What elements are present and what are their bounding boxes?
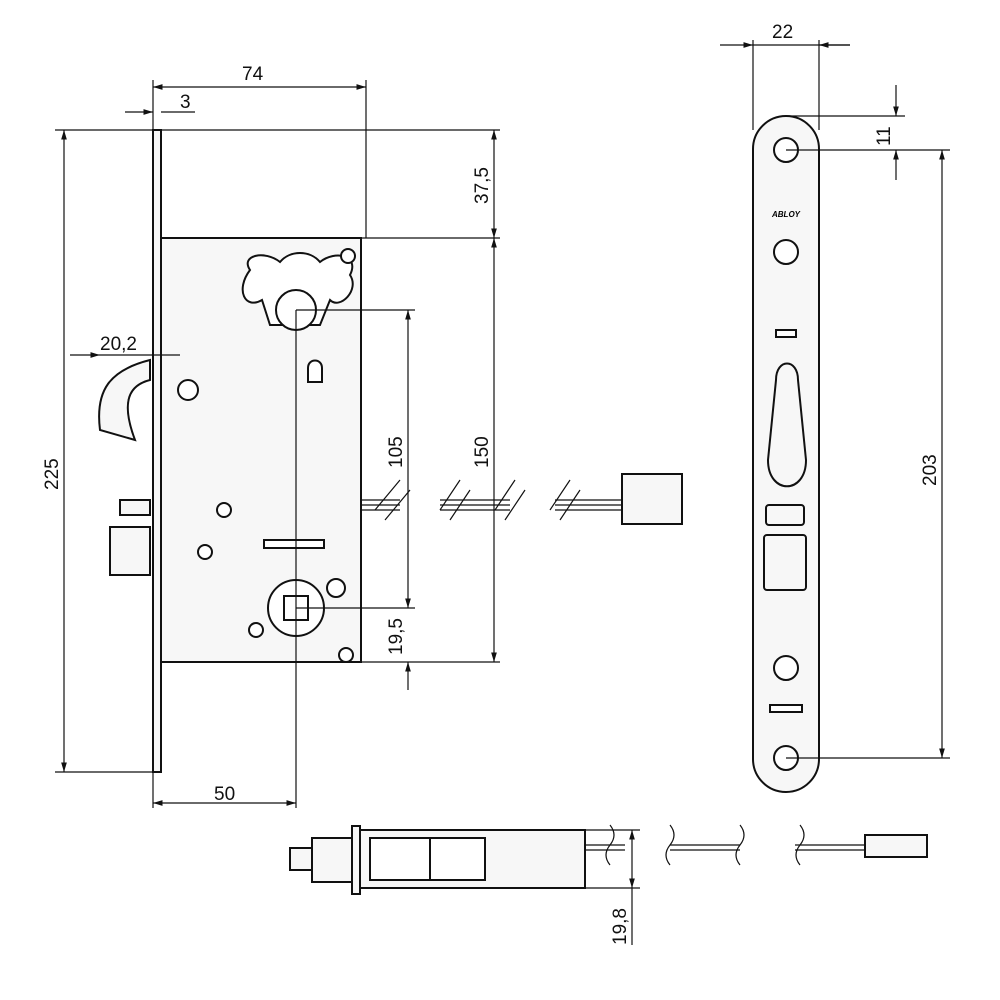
faceplate-screw [773, 655, 799, 681]
screw-hole [326, 578, 346, 598]
slot [775, 329, 797, 338]
compartment [369, 837, 431, 881]
screw-hole [216, 502, 232, 518]
faceplate-side [152, 129, 162, 773]
dim-top-offset: 37,5 [472, 167, 493, 204]
dim-faceplate-width: 22 [772, 22, 793, 43]
dim-hook-projection: 20,2 [100, 334, 137, 355]
connector [621, 473, 683, 525]
front-view: 74 3 20,2 225 37,5 150 105 19,5 50 [42, 64, 683, 808]
faceplate-view: ABLOY 22 11 203 [720, 22, 950, 793]
dim-spindle-to-bottom: 19,5 [386, 618, 407, 655]
dim-case-thickness: 19,8 [610, 908, 631, 945]
dim-case-width: 74 [242, 64, 264, 85]
brand-logo: ABLOY [771, 210, 801, 219]
latch-bolt [109, 526, 151, 576]
dim-backset: 50 [214, 784, 235, 805]
latch-opening [763, 534, 807, 591]
screw-hole [197, 544, 213, 560]
slot [769, 704, 803, 713]
cable [361, 479, 625, 521]
dim-faceplate-thickness: 3 [180, 92, 191, 113]
dim-screw-top-offset: 11 [874, 126, 895, 146]
dim-total-height: 225 [42, 458, 63, 490]
dim-cylinder-to-spindle: 105 [386, 436, 407, 468]
bottom-view: 19,8 [289, 824, 928, 945]
slot [263, 539, 325, 549]
screw-hole [177, 379, 199, 401]
faceplate-edge [351, 825, 361, 895]
aux-latch-opening [765, 504, 805, 526]
dim-case-height: 150 [472, 436, 493, 468]
latch-tip [289, 847, 313, 871]
hook-bolt-opening [766, 362, 808, 488]
cable-connector [864, 834, 928, 858]
compartment [429, 837, 486, 881]
dim-screw-spacing: 203 [920, 454, 941, 486]
screw-hole [338, 647, 354, 663]
screw-hole [340, 248, 356, 264]
faceplate-screw [773, 239, 799, 265]
hook-bolt [98, 358, 151, 442]
latch-body [311, 837, 353, 883]
auxiliary-latch [119, 499, 151, 516]
screw-hole [248, 622, 264, 638]
indicator [307, 359, 323, 383]
